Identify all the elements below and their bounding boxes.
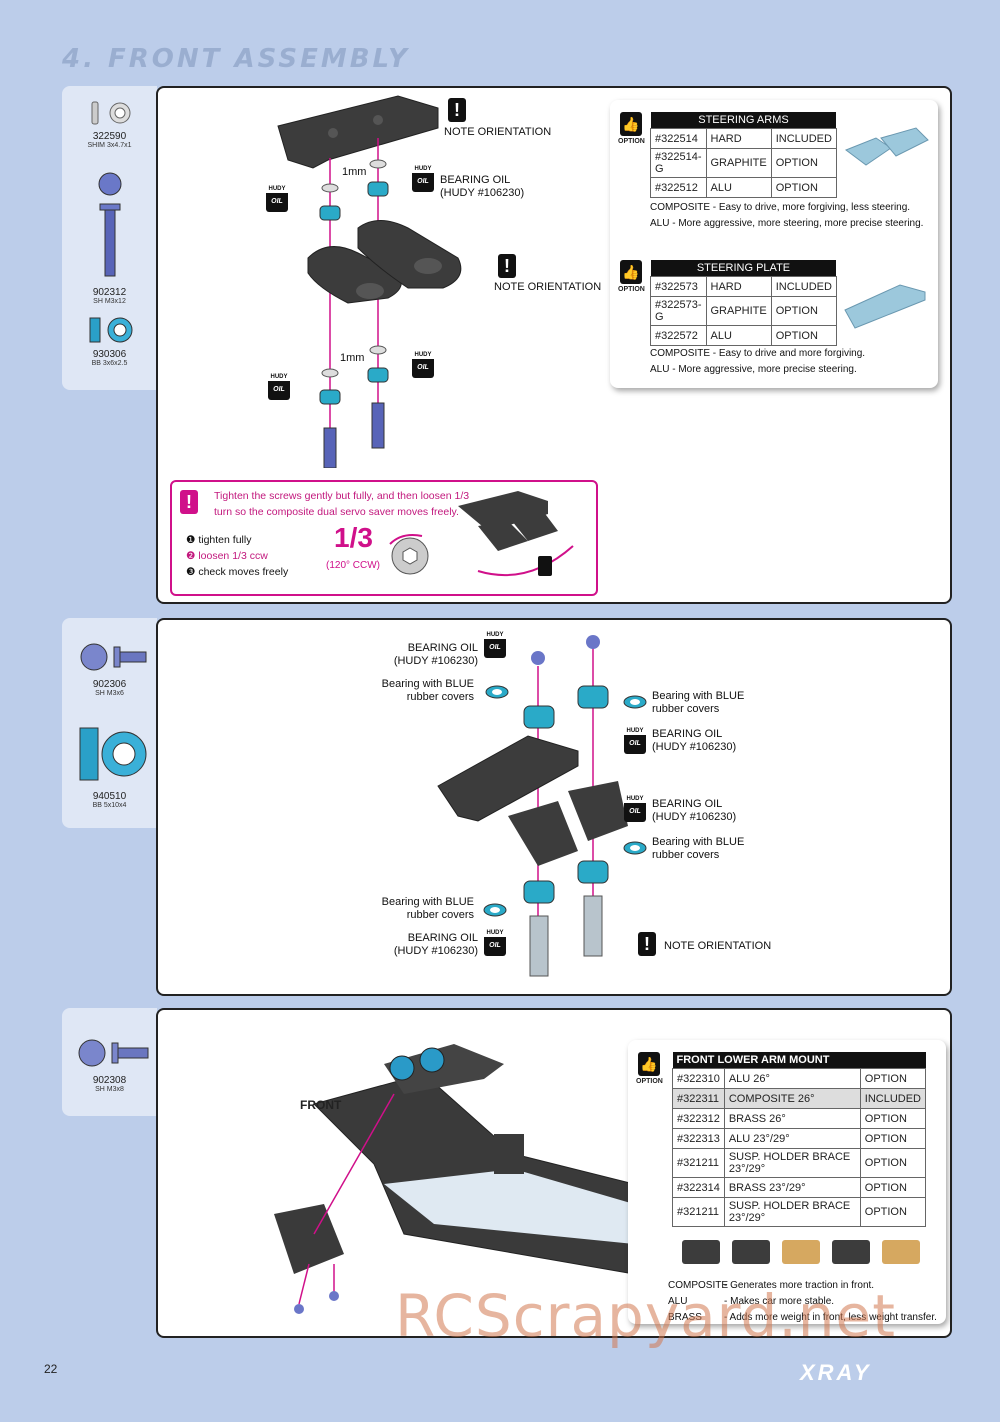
bearing-oil-label: BEARING OIL(HUDY #106230) (652, 728, 737, 753)
chassis-front-diagram (274, 1044, 634, 1314)
steering-plate-image (844, 284, 926, 329)
arm-mount-notes: COMPOSITE- Generates more traction in fr… (668, 1280, 937, 1323)
parts-column-1: 322590 SHIM 3x4.7x1 902312 SH M3x12 9303… (62, 86, 157, 390)
servo-saver-rotation-icon (458, 491, 574, 577)
thumbs-up-icon: 👍 (620, 260, 642, 284)
fraction-label: 1/3 (334, 522, 373, 553)
note-icon: ! (498, 254, 516, 278)
thumbs-up-icon: 👍 (620, 112, 642, 136)
bearing-small-icon (623, 841, 647, 855)
parts-column-3: 902308 SH M3x8 (62, 1008, 157, 1116)
part-screw-m3x6: 902306 SH M3x6 (62, 640, 157, 697)
warning-icon: ! (180, 490, 198, 514)
arm-mount-variants-image (682, 1240, 920, 1264)
servo-saver-exploded-diagram (277, 95, 462, 468)
spacing-label: 1mm (342, 166, 367, 178)
bearing-install-diagram (437, 635, 628, 977)
note-orientation-label: NOTE ORIENTATION (664, 940, 772, 952)
note-icon: ! (448, 98, 466, 122)
bearing-small-icon (483, 903, 507, 917)
watermark: RCScrapyard.net (395, 1282, 896, 1350)
part-bearing-5x10: 940510 BB 5x10x4 (62, 722, 157, 809)
bearing-icon (89, 317, 132, 343)
page-title: 4. FRONT ASSEMBLY (62, 44, 410, 74)
bearing-oil-label: BEARING OIL(HUDY #106230) (393, 932, 478, 957)
thumbs-up-icon: 👍 (638, 1052, 660, 1076)
note-orientation-label: NOTE ORIENTATION (444, 126, 552, 138)
bearing-oil-label: BEARING OIL(HUDY #106230) (652, 798, 737, 823)
steering-plate-notes: COMPOSITE - Easy to drive and more forgi… (650, 348, 866, 375)
ccw-label: (120° CCW) (326, 560, 381, 571)
part-screw-m3x12: 902312 SH M3x12 (62, 170, 157, 305)
bearing-oil-label: BEARING OIL(HUDY #106230) (393, 642, 478, 667)
bearing-icon (79, 727, 146, 781)
note-orientation-label: NOTE ORIENTATION (494, 281, 602, 293)
step-panel-3: FRONT 👍 OPTION FRONT LOWER ARM MOUNT #32… (156, 1008, 952, 1338)
part-bearing-3x6: 930306 BB 3x6x2.5 (62, 314, 157, 367)
shim-icon (91, 101, 130, 125)
screw-icon (80, 643, 146, 671)
steering-arms-image (844, 127, 929, 166)
bearing-oil-label: BEARING OIL(HUDY #106230) (440, 174, 525, 199)
bearing-small-icon (485, 685, 509, 699)
page-number: 22 (44, 1362, 58, 1376)
screw-icon (98, 172, 121, 277)
brand-logo: XRAY (800, 1360, 872, 1385)
screw-icon (78, 1039, 148, 1067)
bearing-small-icon (623, 695, 647, 709)
part-shim: 322590 SHIM 3x4.7x1 (62, 100, 157, 149)
front-label: FRONT (300, 1098, 342, 1112)
steering-arms-notes: COMPOSITE - Easy to drive, more forgivin… (650, 202, 924, 229)
spacing-label: 1mm (340, 352, 365, 364)
warning-box: ! Tighten the screws gently but fully, a… (170, 480, 598, 596)
note-icon: ! (638, 932, 656, 956)
parts-column-2: 902306 SH M3x6 940510 BB 5x10x4 (62, 618, 157, 828)
hex-screw-icon (389, 534, 429, 575)
warning-text: Tighten the screws gently but fully, and… (214, 490, 470, 518)
part-screw-m3x8: 902308 SH M3x8 (62, 1036, 157, 1093)
